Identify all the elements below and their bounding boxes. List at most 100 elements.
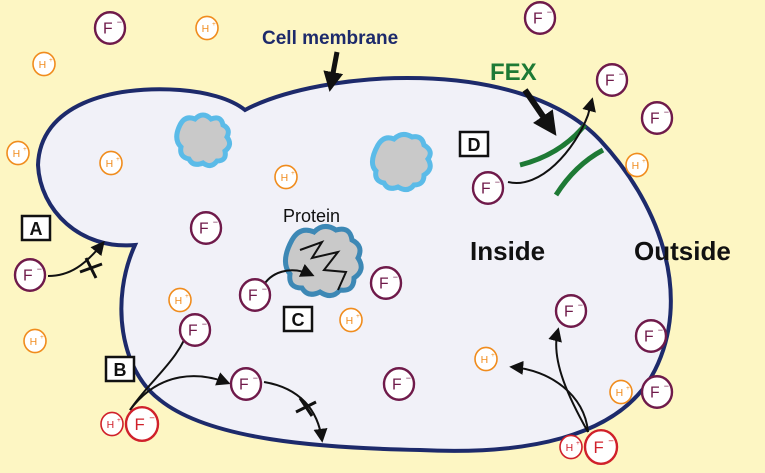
protein-blob-1: [174, 112, 233, 169]
fluoride-ion-3: F−: [595, 63, 629, 97]
svg-text:F: F: [379, 276, 389, 293]
proton-ion-6: H+: [625, 152, 649, 178]
proton-ion-2: H+: [32, 51, 56, 77]
svg-text:+: +: [356, 313, 360, 320]
svg-text:+: +: [576, 440, 580, 447]
svg-text:H: H: [566, 443, 574, 454]
svg-text:B: B: [114, 360, 127, 380]
svg-text:+: +: [23, 146, 27, 153]
svg-text:−: −: [253, 373, 258, 383]
svg-text:+: +: [491, 352, 495, 359]
proton-ion-3: H+: [6, 140, 30, 166]
fluoride-ion-14: F−: [382, 367, 416, 401]
svg-text:+: +: [40, 334, 44, 341]
ions-layer: F−F−F−F−F−F−F−F−F−F−F−F−F−F−F−H+H+H+H+H+…: [6, 1, 674, 466]
svg-text:+: +: [291, 170, 295, 177]
svg-text:H: H: [281, 173, 289, 184]
svg-text:H: H: [13, 149, 21, 160]
hf-pair-right-proton: H+: [559, 434, 583, 460]
svg-text:F: F: [593, 438, 603, 457]
fluoride-ion-8: F−: [471, 171, 505, 205]
svg-text:F: F: [650, 385, 660, 402]
svg-text:F: F: [644, 329, 654, 346]
svg-text:−: −: [117, 17, 122, 27]
svg-text:−: −: [547, 7, 552, 17]
protein-damage-zigzag: [299, 240, 348, 291]
fluoride-ion-9: F−: [238, 278, 272, 312]
svg-text:−: −: [619, 69, 624, 79]
svg-text:+: +: [212, 21, 216, 28]
inside-label: Inside: [470, 236, 545, 266]
fluoride-ion-7: F−: [178, 313, 212, 347]
blocked-entry-arrow-a: [47, 240, 105, 279]
svg-text:F: F: [239, 377, 249, 394]
proton-ion-4: H+: [99, 150, 123, 176]
svg-text:F: F: [392, 377, 402, 394]
svg-text:−: −: [37, 264, 42, 274]
svg-text:D: D: [468, 135, 481, 155]
fluoride-ion-11: F−: [554, 294, 588, 328]
fluoride-ion-1: F−: [93, 11, 127, 45]
fex-pointer: [522, 88, 557, 136]
hf-pair-left-proton: H+: [100, 411, 124, 437]
svg-text:+: +: [49, 57, 53, 64]
hf-entry-arrows-right: [509, 327, 589, 433]
svg-text:−: −: [149, 413, 155, 424]
proton-ion-11: H+: [609, 379, 633, 405]
svg-text:+: +: [116, 156, 120, 163]
svg-text:−: −: [495, 177, 500, 187]
proton-ion-8: H+: [339, 307, 363, 333]
fluoride-ion-10: F−: [369, 266, 403, 300]
svg-text:F: F: [481, 181, 491, 198]
proton-ion-1: H+: [195, 15, 219, 41]
svg-text:−: −: [406, 373, 411, 383]
marker-c: C: [282, 305, 314, 333]
svg-text:F: F: [199, 221, 209, 238]
svg-text:−: −: [608, 436, 614, 447]
svg-text:−: −: [213, 217, 218, 227]
fluoride-ion-2: F−: [523, 1, 557, 35]
export-arrow-d: [507, 97, 596, 185]
svg-text:+: +: [642, 158, 646, 165]
svg-text:−: −: [664, 107, 669, 117]
hf-pair-right-fluoride: F−: [583, 429, 619, 466]
fluoride-ion-12: F−: [634, 319, 668, 353]
svg-text:C: C: [292, 310, 305, 330]
fex-label: FEX: [490, 59, 537, 86]
svg-text:H: H: [107, 420, 115, 431]
svg-text:−: −: [578, 300, 583, 310]
hf-pair-left-fluoride: F−: [124, 406, 160, 443]
svg-text:H: H: [481, 355, 489, 366]
svg-text:A: A: [30, 219, 43, 239]
svg-text:H: H: [175, 296, 183, 307]
svg-text:−: −: [202, 319, 207, 329]
svg-text:H: H: [39, 60, 47, 71]
fluoride-ion-15: F−: [640, 375, 674, 409]
fluoride-ion-4: F−: [640, 101, 674, 135]
protein-blob-2: [370, 131, 433, 193]
protein-target-blob: [283, 224, 364, 298]
blocked-exit-arrow: [263, 381, 328, 443]
marker-a: A: [20, 214, 52, 242]
svg-text:H: H: [202, 24, 210, 35]
proton-ion-10: H+: [474, 346, 498, 372]
svg-text:F: F: [23, 268, 33, 285]
fluoride-ion-5: F−: [189, 211, 223, 245]
svg-text:H: H: [346, 316, 354, 327]
fluoride-ion-13: F−: [229, 367, 263, 401]
protein-label: Protein: [283, 206, 340, 226]
svg-text:H: H: [632, 161, 640, 172]
proton-ion-7: H+: [168, 287, 192, 313]
outside-label: Outside: [634, 236, 731, 266]
svg-text:−: −: [262, 284, 267, 294]
svg-text:F: F: [134, 415, 144, 434]
svg-text:+: +: [185, 293, 189, 300]
marker-b: B: [104, 355, 136, 383]
fluoride-ion-6: F−: [13, 258, 47, 292]
marker-d: D: [458, 130, 490, 158]
svg-text:−: −: [393, 272, 398, 282]
svg-text:F: F: [564, 304, 574, 321]
svg-text:−: −: [664, 381, 669, 391]
